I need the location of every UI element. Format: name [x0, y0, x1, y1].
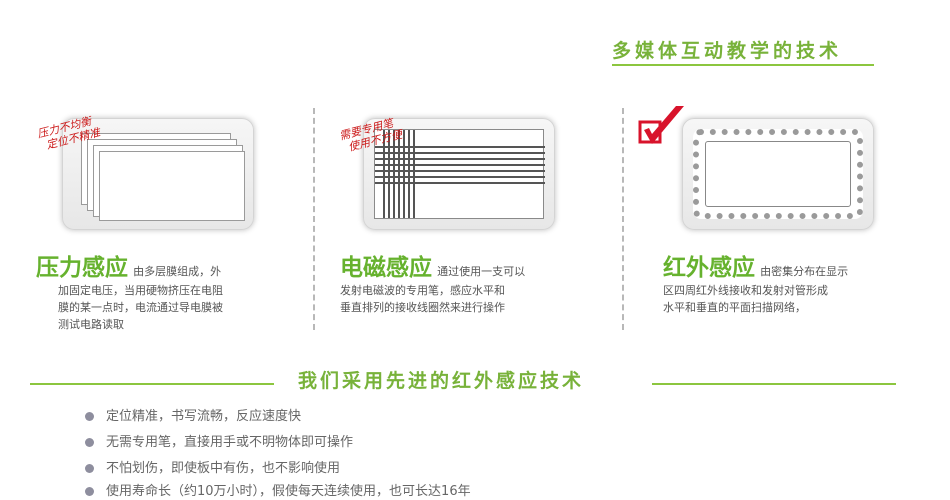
section-desc: 区四周红外线接收和发射对管形成 水平和垂直的平面扫描网络， [663, 284, 828, 314]
feature-item: 使用寿命长（约10万小时），假使每天连续使用，也可长达16年 [85, 480, 471, 499]
section-desc: 由多层膜组成，外 [133, 265, 222, 278]
section-title: 电磁感应 [340, 255, 432, 281]
checkmark-icon [638, 106, 684, 144]
bottom-title: 我们采用先进的红外感应技术 [298, 370, 585, 392]
section-divider [622, 108, 624, 330]
electromagnetic-sensing-section: 电磁感应 通过使用一支可以 发射电磁波的专用笔，感应水平和 垂直排列的接收线圈然… [340, 248, 610, 316]
infrared-sensing-illustration [682, 118, 874, 230]
infrared-sensing-section: 红外感应 由密集分布在显示 区四周红外线接收和发射对管形成 水平和垂直的平面扫描… [663, 248, 933, 316]
feature-item: 无需专用笔，直接用手或不明物体即可操作 [85, 431, 353, 450]
feature-item: 定位精准，书写流畅，反应速度快 [85, 405, 301, 424]
section-desc: 通过使用一支可以 [437, 265, 526, 278]
bullet-icon [85, 412, 94, 421]
bottom-title-line-left [30, 383, 274, 385]
section-title: 红外感应 [663, 255, 755, 281]
section-title: 压力感应 [36, 255, 128, 281]
bullet-icon [85, 464, 94, 473]
bullet-icon [85, 438, 94, 447]
section-desc: 由密集分布在显示 [760, 265, 849, 278]
pressure-sensing-illustration [62, 118, 254, 230]
feature-item: 不怕划伤，即使板中有伤，也不影响使用 [85, 457, 340, 476]
header-underline [612, 64, 874, 66]
section-divider [313, 108, 315, 330]
section-desc: 发射电磁波的专用笔，感应水平和 垂直排列的接收线圈然来进行操作 [340, 284, 505, 314]
section-desc: 加固定电压，当用硬物挤压在电阻 膜的某一点时，电流通过导电膜被 测试电路读取 [58, 284, 223, 331]
pressure-sensing-section: 压力感应 由多层膜组成，外 加固定电压，当用硬物挤压在电阻 膜的某一点时，电流通… [36, 248, 306, 333]
bottom-title-line-right [652, 383, 896, 385]
bullet-icon [85, 487, 94, 496]
header-title: 多媒体互动教学的技术 [612, 40, 843, 62]
electromagnetic-sensing-illustration [363, 118, 555, 230]
